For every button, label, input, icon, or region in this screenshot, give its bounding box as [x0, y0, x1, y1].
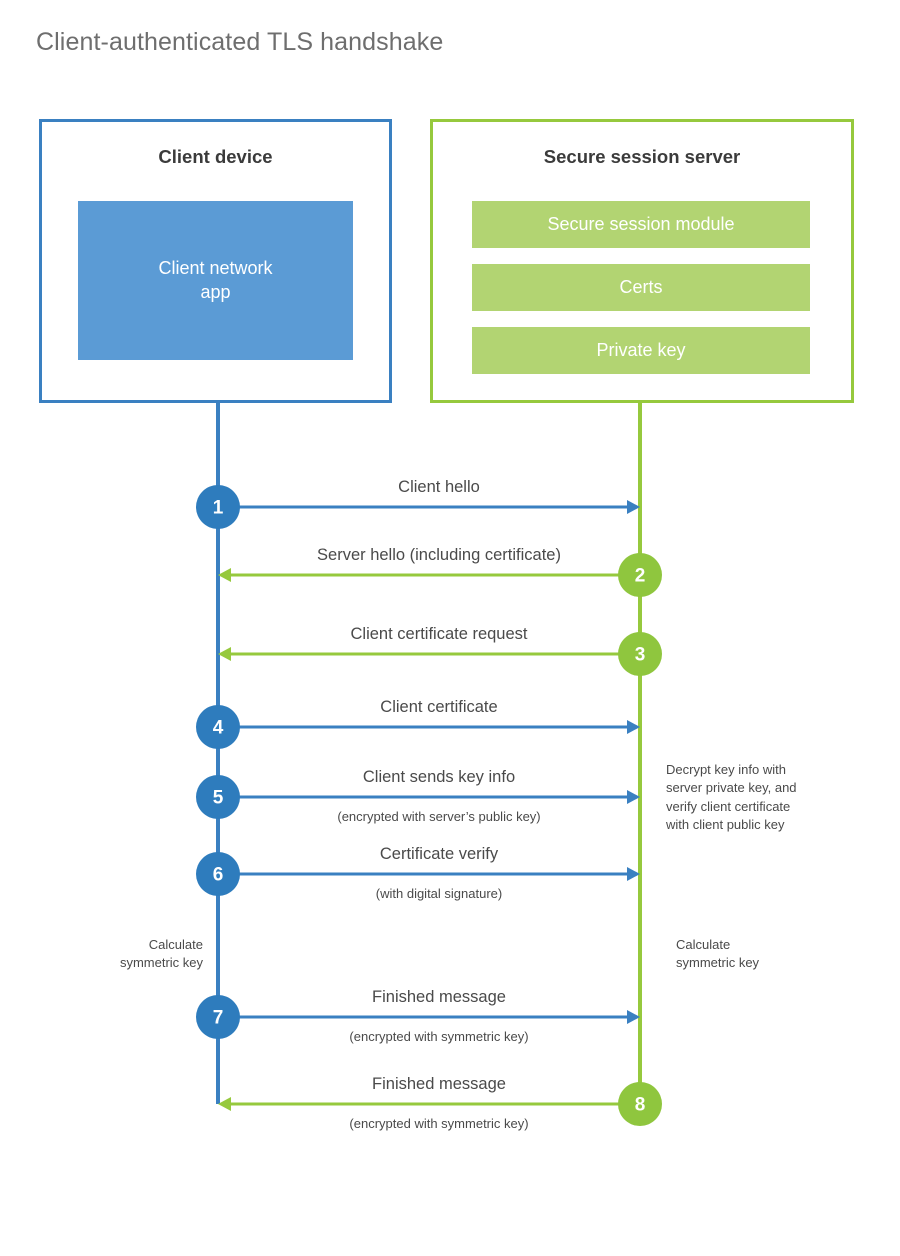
step-marker-4[interactable]: 4: [196, 705, 240, 749]
arrow-head-step-3: [218, 647, 231, 661]
step-number-4: 4: [213, 718, 224, 739]
arrow-head-step-1: [627, 500, 640, 514]
message-label-step-6: Certificate verify: [379, 845, 499, 863]
message-arrows: [218, 500, 640, 1111]
step-circle-2: [618, 553, 662, 597]
arrow-head-step-2: [218, 568, 231, 582]
step-circle-4: [196, 705, 240, 749]
server-module-private-key: Private key: [472, 327, 810, 374]
step-marker-6[interactable]: 6: [196, 852, 240, 896]
arrow-head-step-6: [627, 867, 640, 881]
step-circle-6: [196, 852, 240, 896]
arrow-head-step-7: [627, 1010, 640, 1024]
step-circle-3: [618, 632, 662, 676]
arrow-head-step-8: [218, 1097, 231, 1111]
message-label-step-1: Client hello: [398, 478, 480, 496]
step-marker-8[interactable]: 8: [618, 1082, 662, 1126]
step-marker-7[interactable]: 7: [196, 995, 240, 1039]
step-number-7: 7: [213, 1008, 224, 1029]
server-module-secure-session-module: Secure session module: [472, 201, 810, 248]
message-label-step-7: Finished message: [372, 988, 506, 1006]
arrow-head-step-4: [627, 720, 640, 734]
message-label-step-8: Finished message: [372, 1075, 506, 1093]
step-circle-1: [196, 485, 240, 529]
step-number-1: 1: [213, 498, 224, 519]
step-marker-5[interactable]: 5: [196, 775, 240, 819]
step-circle-5: [196, 775, 240, 819]
step-markers: 1 2 3 4 5 6 7 8: [196, 485, 662, 1126]
message-label-step-4: Client certificate: [380, 698, 498, 716]
message-label-step-5: Client sends key info: [362, 768, 516, 786]
step-circle-7: [196, 995, 240, 1039]
message-label-step-2: Server hello (including certificate): [317, 546, 561, 564]
server-module-certs: Certs: [472, 264, 810, 311]
step-number-8: 8: [635, 1095, 646, 1116]
step-circle-8: [618, 1082, 662, 1126]
message-sublabel-step-7: (encrypted with symmetric key): [349, 1029, 529, 1044]
message-sublabel-step-6: (with digital signature): [375, 886, 503, 901]
secure-session-server-title: Secure session server: [543, 146, 741, 167]
message-sublabel-step-5: (encrypted with server’s public key): [337, 809, 541, 824]
message-label-step-3: Client certificate request: [350, 625, 528, 643]
step-number-5: 5: [213, 788, 224, 809]
message-sublabel-step-8: (encrypted with symmetric key): [349, 1116, 529, 1131]
page-title: Client-authenticated TLS handshake: [36, 28, 444, 56]
secure-session-server-box: Secure session server Secure session mod…: [430, 119, 854, 403]
step-number-2: 2: [635, 566, 646, 587]
step-marker-3[interactable]: 3: [618, 632, 662, 676]
step-marker-2[interactable]: 2: [618, 553, 662, 597]
step-number-6: 6: [213, 865, 224, 886]
arrow-head-step-5: [627, 790, 640, 804]
step-marker-1[interactable]: 1: [196, 485, 240, 529]
client-device-title: Client device: [158, 146, 273, 167]
step-number-3: 3: [635, 645, 646, 666]
